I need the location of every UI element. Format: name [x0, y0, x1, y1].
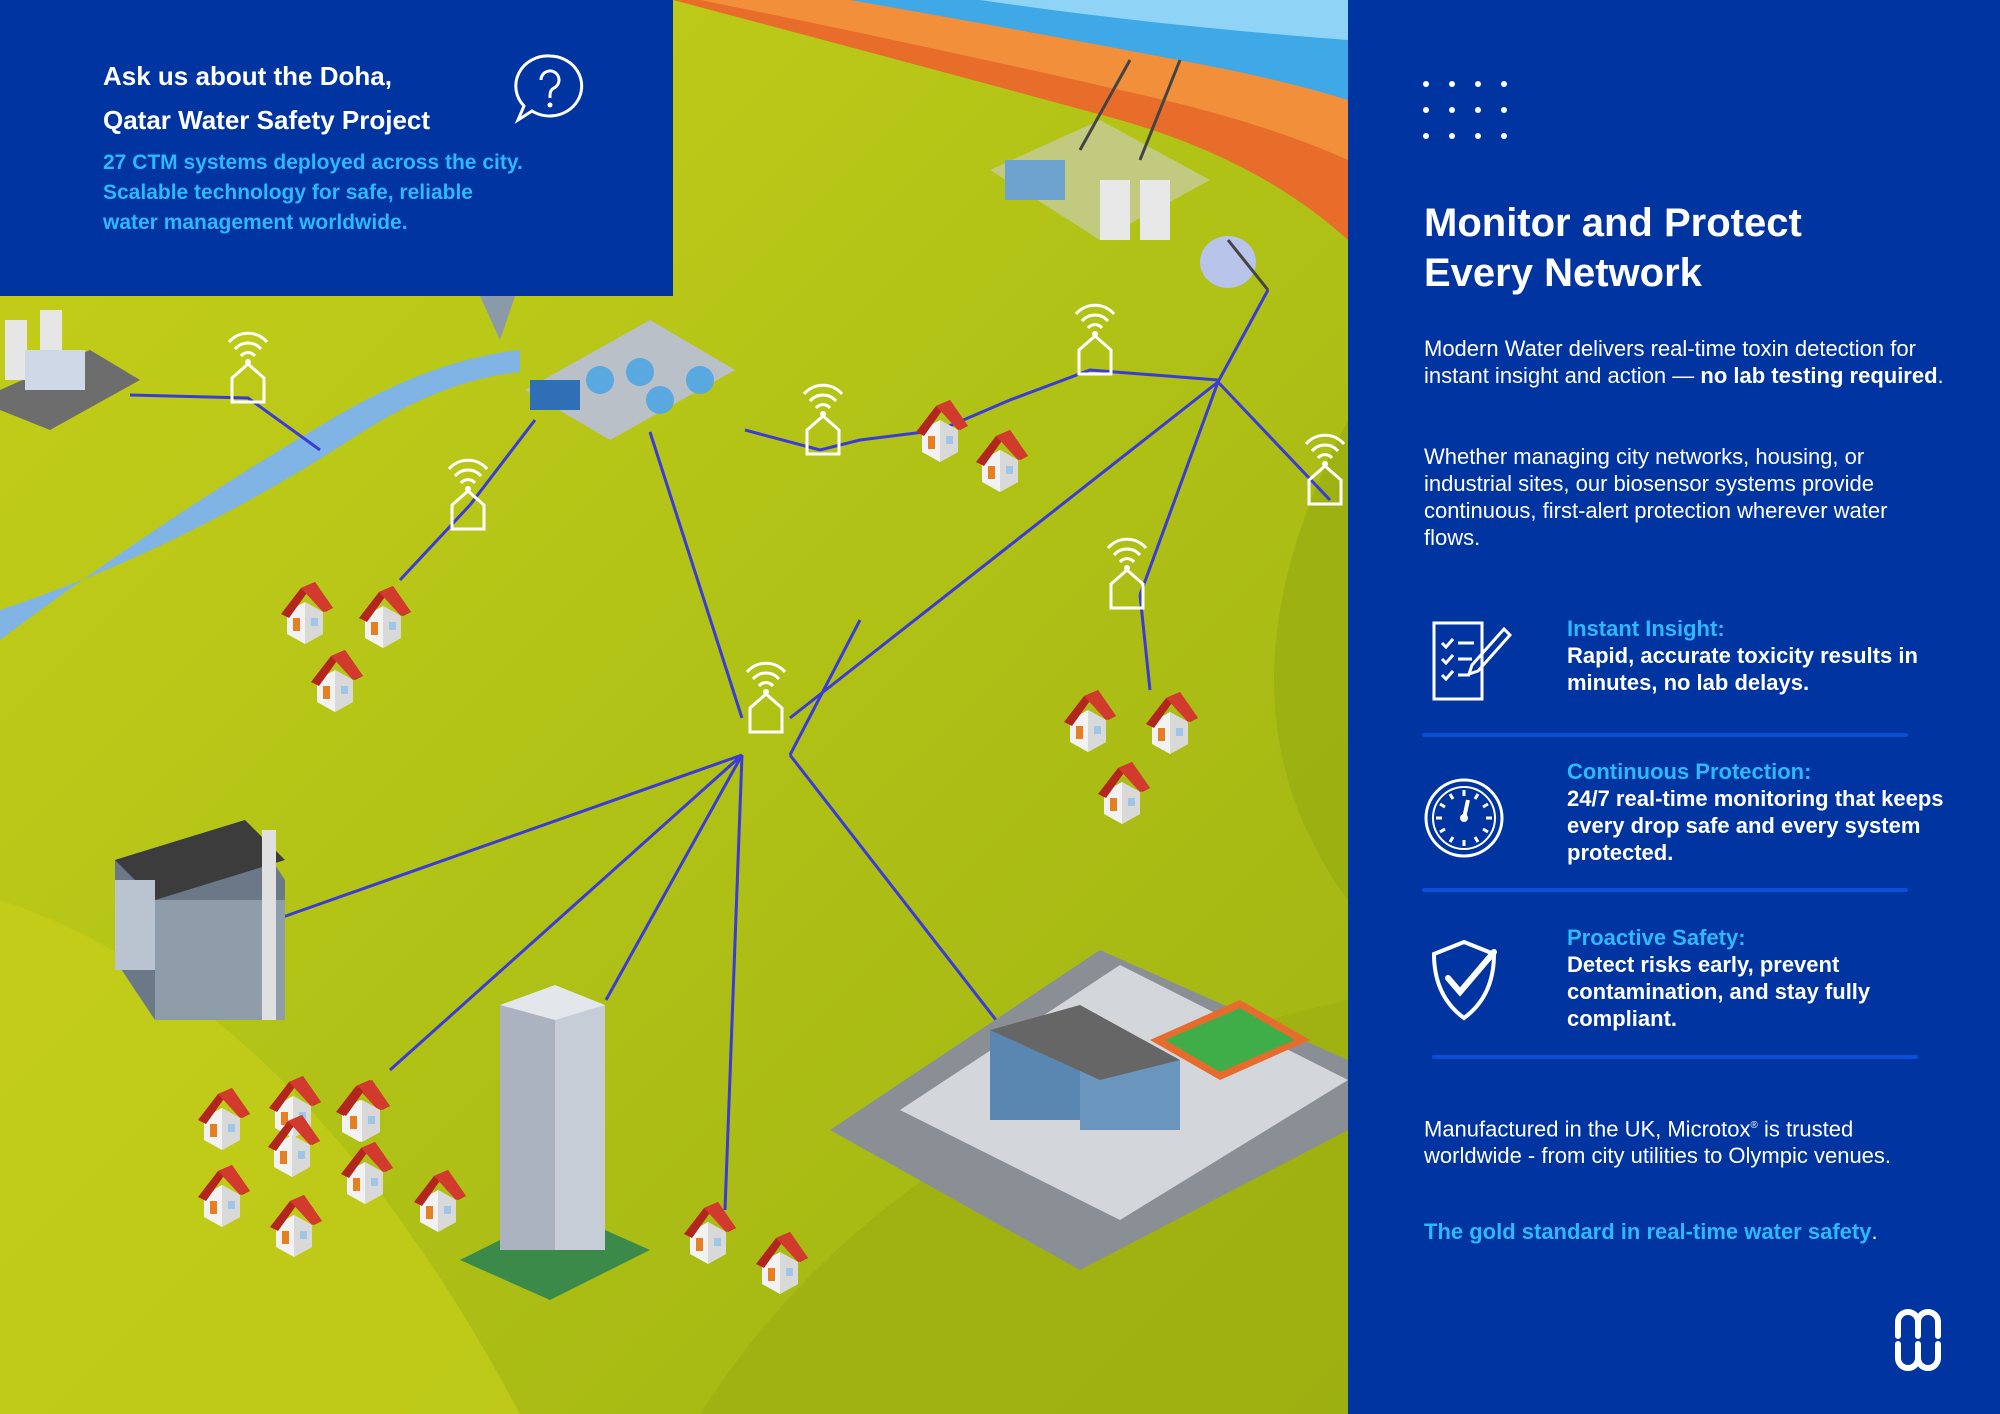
feature-body: Rapid, accurate toxicity results in minu…	[1567, 643, 1918, 695]
panel-heading-line2: Every Network	[1424, 251, 1702, 295]
question-chat-icon[interactable]	[512, 50, 588, 126]
feature-continuous-protection: Continuous Protection: 24/7 real-time mo…	[1424, 758, 1944, 878]
feature-instant-insight: Instant Insight: Rapid, accurate toxicit…	[1424, 615, 1944, 725]
registered-mark: ®	[1750, 1120, 1758, 1131]
project-desc-line2: Scalable technology for safe, reliable	[103, 181, 473, 204]
checklist-pen-icon	[1432, 621, 1513, 701]
project-description: 27 CTM systems deployed across the city.…	[103, 148, 603, 238]
panel-heading-line1: Monitor and Protect	[1424, 201, 1802, 245]
intro-paragraph: Modern Water delivers real-time toxin de…	[1424, 336, 1944, 388]
network-map-illustration	[0, 0, 1348, 1414]
feature-title: Continuous Protection:	[1567, 759, 1812, 784]
clock-icon	[1424, 778, 1504, 858]
tagline: The gold standard in real-time water saf…	[1424, 1219, 1878, 1244]
feature-title: Instant Insight:	[1567, 616, 1725, 641]
feature-body: 24/7 real-time monitoring that keeps eve…	[1567, 786, 1944, 865]
microtox-paragraph: Manufactured in the UK, Microtox® is tru…	[1424, 1116, 1892, 1169]
panel-heading: Monitor and Protect Every Network	[1424, 198, 1944, 298]
project-desc-line3: water management worldwide.	[103, 211, 408, 234]
feature-divider	[1422, 733, 1908, 737]
info-panel: Monitor and Protect Every Network Modern…	[1348, 0, 2000, 1414]
project-title: Ask us about the Doha, Qatar Water Safet…	[103, 54, 503, 142]
project-info-box[interactable]: Ask us about the Doha, Qatar Water Safet…	[0, 0, 673, 296]
biosensor-paragraph: Whether managing city networks, housing,…	[1424, 444, 1888, 550]
feature-proactive-safety: Proactive Safety: Detect risks early, pr…	[1424, 924, 1944, 1034]
project-title-line1: Ask us about the Doha,	[103, 61, 392, 91]
modern-water-logo[interactable]	[1890, 1306, 1952, 1374]
feature-divider	[1422, 888, 1908, 892]
feature-divider	[1432, 1055, 1918, 1059]
feature-body: Detect risks early, prevent contaminatio…	[1567, 952, 1871, 1031]
no-lab-testing-emphasis: no lab testing required	[1700, 363, 1938, 388]
dot-grid-decoration	[1423, 81, 1507, 139]
shield-check-icon	[1431, 939, 1497, 1021]
project-title-line2: Qatar Water Safety Project	[103, 105, 431, 135]
map-graphics	[0, 0, 1348, 1414]
tagline-text: The gold standard in real-time water saf…	[1424, 1219, 1872, 1244]
feature-title: Proactive Safety:	[1567, 925, 1746, 950]
project-desc-line1: 27 CTM systems deployed across the city.	[103, 151, 523, 174]
